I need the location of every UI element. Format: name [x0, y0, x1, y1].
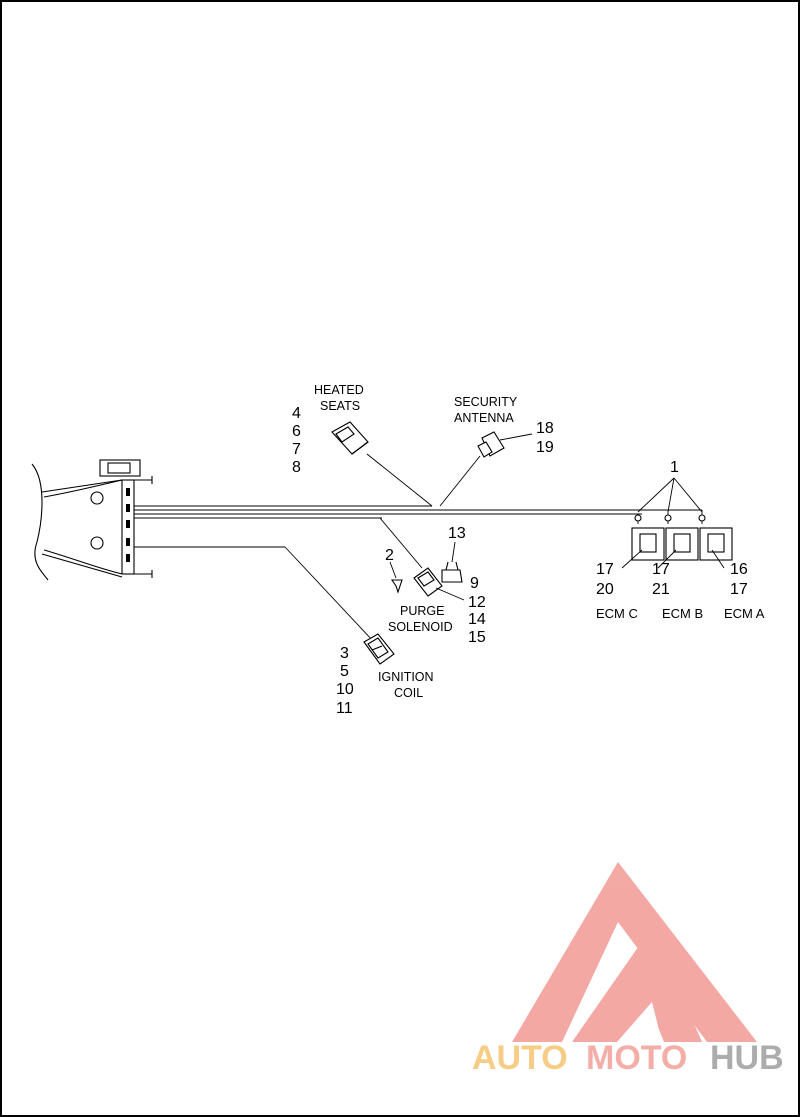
ecm-c-label: ECM C: [596, 606, 638, 621]
watermark-triangle: [512, 862, 757, 1042]
ignition-coil-label-line2: COIL: [394, 686, 423, 700]
component-captions: HEATED SEATS SECURITY ANTENNA PURGE SOLE…: [314, 383, 765, 700]
ecm-a-connector: [699, 527, 733, 561]
heated-seats-label-line2: SEATS: [320, 399, 360, 413]
purge-connector-13: [441, 569, 463, 583]
callout-numbers: 4 6 7 8 18 19 1 2 13 9 12 14 15 3 5 10 1…: [292, 405, 748, 717]
watermark-text-hub: HUB: [710, 1039, 784, 1077]
callout-ignition-4: 11: [336, 700, 353, 717]
purge-solenoid: [413, 567, 443, 597]
frame-assembly: [31, 459, 153, 581]
callout-ecm-b-2: 21: [652, 581, 670, 598]
callout-heated-seats-3: 7: [292, 441, 301, 458]
callout-ecm-group: 1: [670, 459, 679, 476]
ecm-a-label: ECM A: [724, 606, 765, 621]
ignition-coil-label-line1: IGNITION: [378, 670, 434, 684]
callout-ecm-a-2: 17: [730, 581, 748, 598]
watermark-logo: AUTO MOTO HUB: [472, 862, 784, 1077]
security-antenna-connector: [477, 431, 505, 458]
purge-solenoid-label-line2: SOLENOID: [388, 620, 453, 634]
heated-seats-connector: [331, 421, 369, 455]
ignition-coil-connector: [363, 633, 395, 665]
watermark-text-auto: AUTO: [472, 1039, 568, 1077]
watermark-text-moto: MOTO: [586, 1039, 687, 1077]
callout-ecm-c-2: 20: [596, 581, 614, 598]
callout-purge-solenoid-2: 12: [468, 594, 486, 611]
callout-security-antenna-1: 18: [536, 420, 554, 437]
security-antenna-label-line1: SECURITY: [454, 395, 518, 409]
callout-heated-seats-4: 8: [292, 459, 301, 476]
callout-purge-clip: 2: [385, 547, 394, 564]
ecm-b-label: ECM B: [662, 606, 703, 621]
leader-lines: [389, 433, 725, 601]
heated-seats-label-line1: HEATED: [314, 383, 364, 397]
purge-solenoid-assembly: [390, 561, 463, 597]
callout-ignition-3: 10: [336, 681, 354, 698]
ecm-connectors: [631, 514, 733, 561]
callout-purge-solenoid-4: 15: [468, 629, 486, 646]
callout-ecm-c-1: 17: [596, 561, 614, 578]
callout-heated-seats-2: 6: [292, 423, 301, 440]
callout-purge-solenoid-3: 14: [468, 611, 486, 628]
callout-ecm-a-1: 16: [730, 561, 748, 578]
callout-security-antenna-2: 19: [536, 439, 554, 456]
purge-solenoid-label-line1: PURGE: [400, 604, 444, 618]
callout-ecm-b-1: 17: [652, 561, 670, 578]
callout-purge-solenoid-1: 9: [470, 575, 479, 592]
callout-heated-seats-1: 4: [292, 405, 301, 422]
wiring-harness: [134, 453, 703, 643]
purge-clip: [390, 579, 403, 594]
callout-ignition-1: 3: [340, 645, 349, 662]
callout-purge-connector: 13: [448, 525, 466, 542]
callout-ignition-2: 5: [340, 663, 349, 680]
security-antenna-label-line2: ANTENNA: [454, 411, 514, 425]
